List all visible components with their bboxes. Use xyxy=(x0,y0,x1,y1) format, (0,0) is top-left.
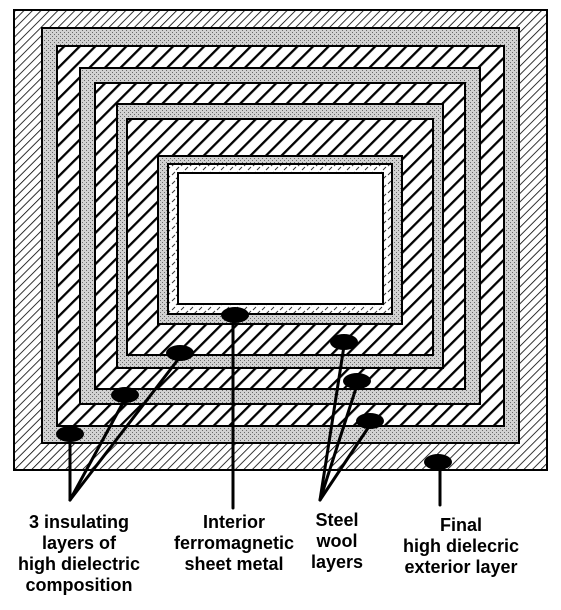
leader-line-steel xyxy=(318,344,346,502)
marker-dot xyxy=(166,345,194,361)
leader-line-insulating xyxy=(68,355,182,502)
label-final-exterior-layer: Final high dielecric exterior layer xyxy=(402,515,520,577)
label-steel-wool-layers: Steel wool layers xyxy=(310,510,364,572)
marker-dot xyxy=(111,387,139,403)
leader-lines xyxy=(68,318,442,510)
hollow-interior xyxy=(177,172,384,305)
label-interior-sheet-metal: Interior ferromagnetic sheet metal xyxy=(173,512,295,574)
label-insulating-layers: 3 insulating layers of high dielectric c… xyxy=(17,512,141,595)
layer-stack xyxy=(13,9,548,471)
leader-line-insulating xyxy=(68,397,127,502)
marker-dot xyxy=(343,373,371,389)
leader-line-steel xyxy=(318,383,359,502)
marker-dot xyxy=(424,454,452,470)
marker-dots xyxy=(56,307,452,470)
marker-dot xyxy=(330,334,358,350)
marker-dot xyxy=(356,413,384,429)
marker-dot xyxy=(56,426,84,442)
marker-dot xyxy=(221,307,249,323)
leader-line-steel xyxy=(318,423,372,502)
